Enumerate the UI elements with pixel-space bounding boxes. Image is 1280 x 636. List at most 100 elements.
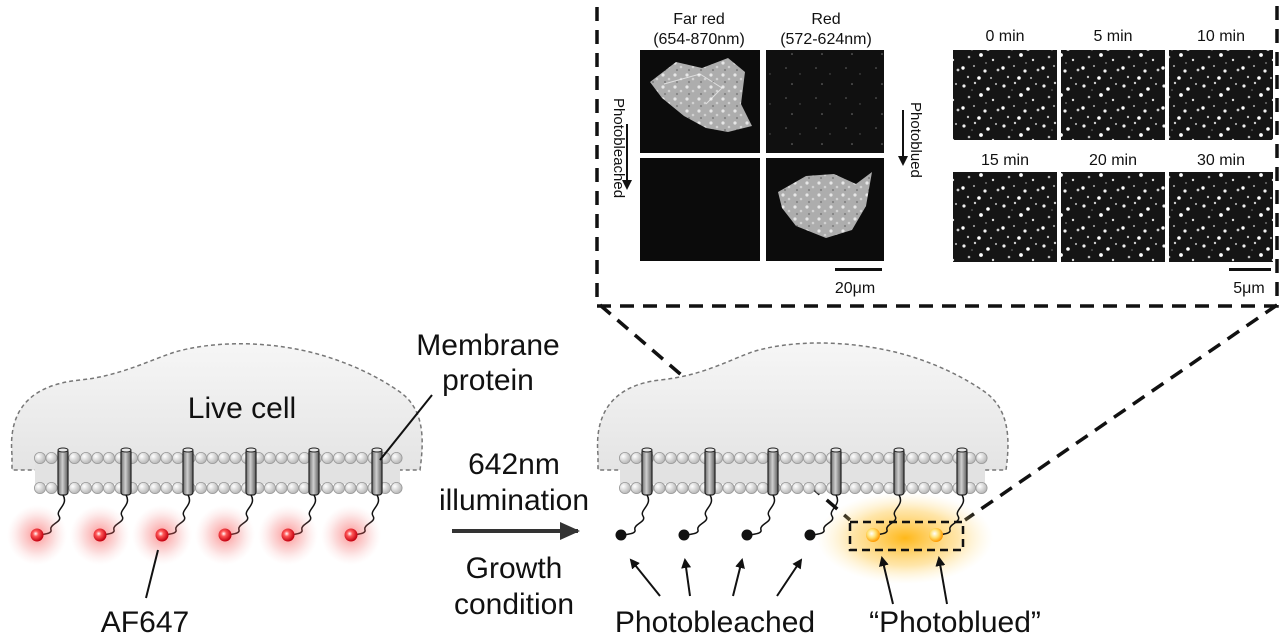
cell-body-left bbox=[10, 343, 423, 471]
lipid-head bbox=[229, 481, 242, 494]
live-cell-left: Live cell bbox=[10, 343, 423, 494]
membrane-bilayer-right bbox=[619, 451, 988, 494]
af647-label: AF647 bbox=[101, 606, 189, 636]
membrane-protein-label-line1: Membrane bbox=[416, 329, 559, 362]
lipid-head bbox=[665, 451, 678, 464]
membrane-proteins-left bbox=[7, 447, 383, 565]
lipid-head bbox=[757, 481, 770, 494]
illumination-label-line1: 642nm bbox=[468, 448, 560, 481]
lipid-head bbox=[757, 451, 770, 464]
photoblued-vertical-label: Photoblued bbox=[907, 102, 924, 178]
lipid-head bbox=[849, 481, 862, 494]
membrane-protein-label-line2: protein bbox=[442, 364, 534, 397]
lipid-head bbox=[148, 451, 161, 464]
lipid-head bbox=[355, 451, 368, 464]
lipid-head bbox=[653, 481, 666, 494]
lipid-head bbox=[665, 481, 678, 494]
lipid-head bbox=[619, 451, 632, 464]
lipid-head bbox=[332, 451, 345, 464]
lipid-head bbox=[975, 451, 988, 464]
lipid-head bbox=[160, 481, 173, 494]
far-red-after-image bbox=[640, 158, 760, 261]
lipid-head bbox=[206, 451, 219, 464]
lipid-head bbox=[676, 481, 689, 494]
time-label-0: 0 min bbox=[985, 28, 1024, 45]
af647-dye bbox=[344, 528, 358, 542]
lipid-head bbox=[814, 481, 827, 494]
lipid-head bbox=[34, 451, 47, 464]
lipid-head bbox=[286, 481, 299, 494]
lipid-head bbox=[275, 451, 288, 464]
lipid-head bbox=[676, 451, 689, 464]
photoblued-glow bbox=[817, 492, 993, 584]
photobleached-pointers bbox=[629, 558, 803, 597]
lipid-head bbox=[344, 481, 357, 494]
photobleached-dye bbox=[741, 529, 753, 541]
lipid-head bbox=[918, 451, 931, 464]
membrane-protein bbox=[57, 448, 69, 496]
lipid-head bbox=[688, 481, 701, 494]
lipid-head bbox=[263, 481, 276, 494]
photobleached-vertical-label: Photobleached bbox=[610, 98, 627, 198]
lipid-head bbox=[229, 451, 242, 464]
lipid-head bbox=[103, 481, 116, 494]
lipid-head bbox=[68, 481, 81, 494]
membrane-protein bbox=[245, 448, 257, 496]
membrane-protein bbox=[956, 448, 968, 496]
lipid-head bbox=[137, 451, 150, 464]
af647-dye bbox=[93, 528, 107, 542]
membrane-protein bbox=[704, 448, 716, 496]
time-lapse-grid: 0 min 5 min 10 min 15 min 20 min 30 min bbox=[953, 28, 1273, 262]
live-cell-label: Live cell bbox=[188, 392, 296, 425]
membrane-proteins-right bbox=[615, 447, 968, 542]
time-image-5 bbox=[1061, 50, 1165, 140]
af647-pointer bbox=[145, 549, 159, 599]
time-label-10: 10 min bbox=[1197, 28, 1245, 45]
lipid-head bbox=[137, 481, 150, 494]
lipid-head bbox=[688, 451, 701, 464]
lipid-head bbox=[941, 481, 954, 494]
af647-dye bbox=[218, 528, 232, 542]
lipid-head bbox=[872, 451, 885, 464]
af647-dye bbox=[30, 528, 44, 542]
lipid-head bbox=[780, 481, 793, 494]
inset-panel: Far red (654-870nm) Red (572-624nm) Phot… bbox=[595, 0, 1279, 308]
lipid-head bbox=[390, 481, 403, 494]
scale-bar-20um bbox=[835, 268, 882, 271]
lipid-head bbox=[80, 451, 93, 464]
lipid-head bbox=[390, 451, 403, 464]
time-label-15: 15 min bbox=[981, 152, 1029, 169]
lipid-head bbox=[263, 451, 276, 464]
dye-linker bbox=[812, 494, 839, 536]
illumination-label-line2: illumination bbox=[439, 484, 589, 517]
red-label: Red bbox=[811, 11, 840, 28]
zoom-line-right bbox=[964, 303, 1278, 522]
live-cell-right bbox=[596, 342, 1009, 494]
lipid-head bbox=[194, 451, 207, 464]
membrane-protein-pointer bbox=[379, 394, 433, 461]
lipid-head bbox=[91, 481, 104, 494]
lipid-head bbox=[722, 451, 735, 464]
lipid-head bbox=[734, 481, 747, 494]
af647-dye bbox=[155, 528, 169, 542]
lipid-head bbox=[814, 451, 827, 464]
lipid-head bbox=[929, 451, 942, 464]
lipid-head bbox=[745, 481, 758, 494]
lipid-head bbox=[849, 451, 862, 464]
lipid-head bbox=[630, 481, 643, 494]
lipid-head bbox=[791, 481, 804, 494]
lipid-head bbox=[653, 451, 666, 464]
photoblued-dye bbox=[929, 528, 943, 542]
membrane-protein bbox=[182, 448, 194, 496]
time-image-30 bbox=[1169, 172, 1273, 262]
photoblued-highlight-box bbox=[848, 520, 965, 552]
lipid-head bbox=[918, 481, 931, 494]
lipid-head bbox=[906, 451, 919, 464]
lipid-head bbox=[45, 451, 58, 464]
membrane-protein bbox=[308, 448, 320, 496]
lipid-head bbox=[619, 481, 632, 494]
membrane-bilayer-left bbox=[34, 451, 403, 494]
membrane-protein bbox=[830, 448, 842, 496]
photoblued-label: “Photoblued” bbox=[869, 606, 1041, 636]
